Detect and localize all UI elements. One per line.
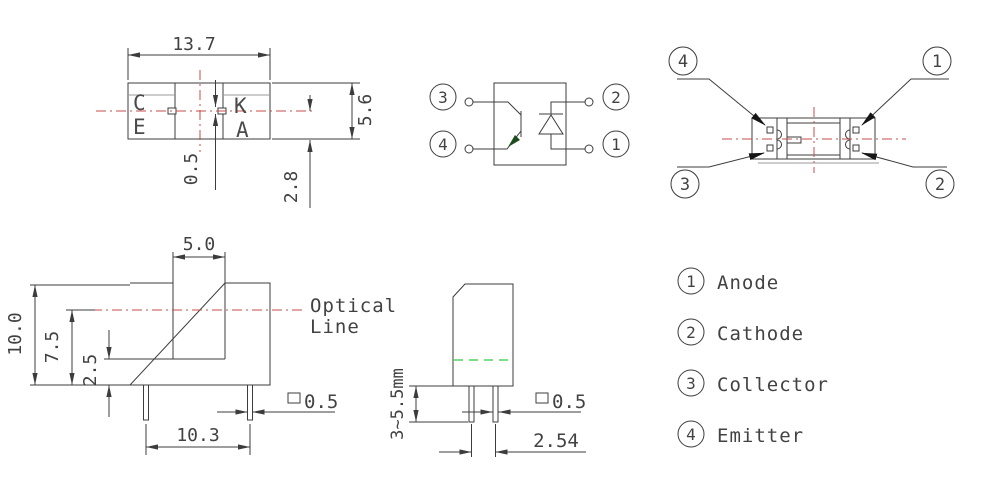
side-view-lead-length-extension-lines (409, 385, 468, 423)
top-view-half-height-dim-text: 2.8 (281, 171, 302, 204)
side-view-right-lead (492, 385, 499, 423)
bottom-view-pin4-leader (677, 78, 766, 126)
side-view-lead-length-text: 3~5.5mm (388, 368, 408, 440)
side-view-square-section-symbol (535, 392, 549, 404)
legend-pin4-name: Emitter (717, 425, 804, 447)
top-view: C E K A 13.7 5.6 2.8 0.5 (96, 34, 376, 208)
top-view-anode-letter: A (236, 118, 249, 142)
bottom-view: 4 1 3 2 (668, 46, 955, 199)
front-view-height-extension-lines (30, 284, 130, 386)
legend-pin3-balloon (677, 369, 705, 397)
front-view-optical-height-text: 7.5 (42, 331, 63, 364)
terminal-circle-pin2 (584, 97, 594, 107)
terminal-circle-pin1 (584, 144, 594, 154)
top-view-height-dim-text: 5.6 (355, 94, 376, 127)
bottom-view-pin3-balloon (670, 169, 700, 199)
legend-pin1-name: Anode (717, 272, 779, 294)
circuit-schematic: 3 4 2 1 (429, 82, 630, 166)
front-view: Optical Line 5.0 10.0 7.5 2.5 10.3 0.5 (5, 234, 397, 455)
schematic-pin3-balloon (429, 83, 457, 111)
legend-pin4-balloon (677, 420, 705, 448)
bottom-view-pin2-leader (861, 152, 947, 168)
front-view-right-lead (247, 384, 253, 421)
front-view-slot-floor-text: 2.5 (80, 354, 101, 387)
legend-pin2-name: Cathode (717, 323, 804, 345)
side-view-pitch-extension-lines (471, 424, 496, 457)
schematic-pin3-number: 3 (438, 88, 448, 107)
front-view-lead-width-text: 0.5 (304, 391, 338, 413)
schematic-pin2-balloon (602, 83, 630, 111)
bottom-view-lens-notches (776, 129, 851, 150)
top-view-emitter-letter: E (133, 115, 146, 139)
side-view-pitch-text: 2.54 (533, 430, 579, 452)
legend-pin2-balloon (677, 318, 705, 346)
bottom-view-pin4-number: 4 (678, 52, 688, 72)
phototransistor-collector-wire (473, 101, 522, 116)
schematic-pin2-number: 2 (611, 88, 621, 107)
bottom-view-pin3-pad (766, 144, 774, 152)
terminal-circle-pin4 (464, 144, 474, 154)
bottom-view-key-tab (786, 136, 802, 144)
led-triangle (538, 114, 564, 135)
schematic-pin4-number: 4 (438, 135, 448, 154)
legend-pin2-number: 2 (686, 323, 696, 342)
schematic-package-box (493, 82, 567, 166)
bottom-view-pin1-leader (861, 78, 949, 126)
front-view-body-outline (128, 252, 271, 386)
legend-pin3-name: Collector (717, 374, 829, 396)
phototransistor-emitter-arrow-icon (508, 135, 520, 147)
terminal-circle-pin3 (464, 97, 474, 107)
front-view-slot-width-text: 5.0 (183, 234, 216, 255)
bottom-view-pin1-balloon (922, 46, 952, 76)
optical-line-label-2: Line (310, 316, 360, 338)
bottom-view-pin3-number: 3 (680, 175, 690, 195)
led-anode-wire (550, 134, 585, 150)
side-view-body-outline (452, 283, 514, 387)
bottom-view-pin4-balloon (668, 46, 698, 76)
front-view-square-section-symbol (287, 392, 301, 404)
bottom-view-pin1-number: 1 (932, 52, 942, 72)
top-view-height-extension-lines (272, 82, 360, 140)
bottom-view-pin2-pad (852, 144, 860, 152)
side-view-left-lead (468, 385, 475, 423)
schematic-pin4-balloon (429, 130, 457, 158)
top-view-width-dim-text: 13.7 (172, 34, 215, 55)
bottom-view-pin3-leader (677, 152, 765, 168)
pin-legend: 1 Anode 2 Cathode 3 Collector 4 Emitter (677, 267, 829, 448)
front-view-left-lead (143, 384, 149, 421)
top-view-collector-letter: C (133, 91, 146, 115)
led-cathode-wire (550, 101, 585, 114)
legend-pin1-balloon (677, 267, 705, 295)
front-view-lead-span-extension-lines (145, 424, 251, 455)
bottom-view-pin1-pad (852, 126, 860, 134)
legend-pin3-number: 3 (686, 374, 696, 393)
optical-line-label-1: Optical (310, 295, 397, 317)
top-view-cathode-letter: K (234, 94, 247, 118)
side-view: 3~5.5mm 0.5 2.54 (388, 283, 586, 457)
front-view-height-text: 10.0 (5, 312, 26, 355)
schematic-pin1-number: 1 (611, 135, 621, 154)
legend-pin4-number: 4 (686, 425, 696, 444)
top-view-pin-dim-text: 0.5 (181, 153, 202, 186)
bottom-view-pin2-number: 2 (935, 175, 945, 195)
side-view-lead-width-text: 0.5 (552, 391, 586, 413)
bottom-view-pin4-pad (766, 126, 774, 134)
schematic-pin1-balloon (602, 130, 630, 158)
legend-pin1-number: 1 (686, 272, 696, 291)
bottom-view-pin2-balloon (925, 169, 955, 199)
front-view-lead-span-text: 10.3 (176, 425, 219, 446)
